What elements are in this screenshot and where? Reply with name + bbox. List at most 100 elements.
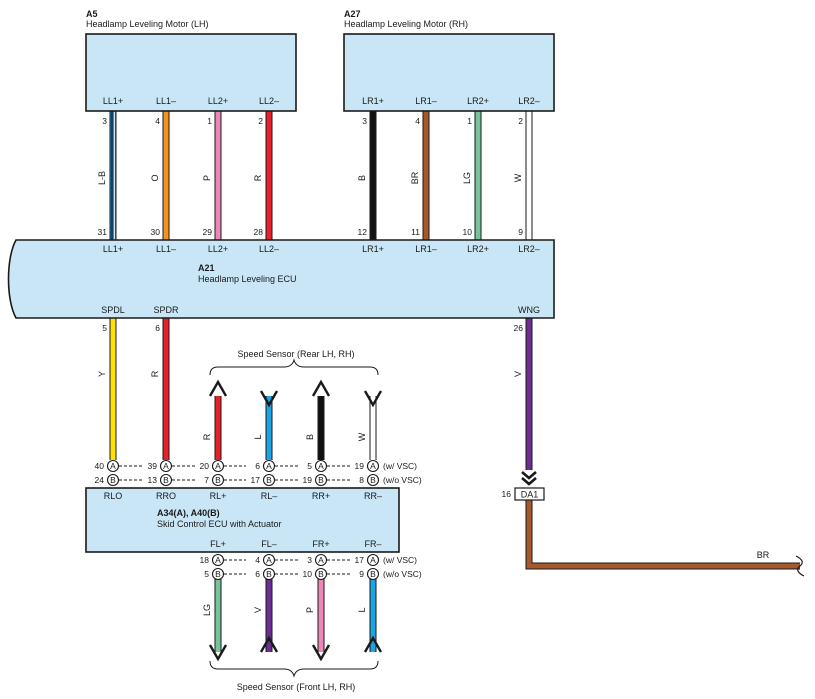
- a27-box: [343, 33, 555, 112]
- pin-fa-frp: 3: [307, 555, 312, 565]
- motor-color-ll1p: L-B: [97, 171, 107, 185]
- ecu-term-ll1p: LL1+: [103, 244, 123, 254]
- rear-arrow-up-rear3: [311, 379, 331, 397]
- pin-fb-flm: 6: [255, 569, 260, 579]
- front-sensor-brace: [209, 660, 379, 678]
- a5-box: [85, 33, 297, 112]
- front-color-flm: V: [253, 607, 263, 613]
- pin-fa-frm: 17: [355, 555, 365, 565]
- motor-top-pin-lr1m: 4: [415, 116, 420, 126]
- da1-chevron-0: [521, 471, 537, 480]
- conn-fb-frm-circle: [366, 567, 380, 581]
- da1-code: DA1: [521, 490, 539, 500]
- a27-code: A27: [344, 9, 361, 19]
- conn-fa-frm-circle: [366, 553, 380, 567]
- a21-name: Headlamp Leveling ECU: [198, 274, 297, 284]
- skid-front-term-flm: FL–: [261, 539, 277, 549]
- rear-arrow-down-rear4: [363, 390, 383, 408]
- conn-fa-frm-letter: A: [370, 555, 376, 565]
- conn-b-rro: B: [159, 473, 173, 487]
- br-wire-label: BR: [757, 550, 770, 560]
- conn-a-rlm-letter: A: [266, 461, 272, 471]
- ecu-out-color-spdl: Y: [97, 371, 107, 377]
- pin-b-rro: 13: [148, 475, 158, 485]
- ecu-out-term-wng: WNG: [518, 305, 540, 315]
- front-arrow-down-frp: [311, 644, 331, 662]
- skid-term-rlm: RL–: [261, 491, 278, 501]
- motor-term-lr1p: LR1+: [362, 96, 384, 106]
- a21-box: [7, 239, 555, 319]
- conn-b-rrm-letter: B: [370, 475, 376, 485]
- conn-fa-flm: A: [262, 553, 276, 567]
- component-a34: A34(A), A40(B) Skid Control ECU with Act…: [85, 487, 400, 553]
- front-speed-sensor: Speed Sensor (Front LH, RH): [209, 660, 379, 692]
- front-arrow-up-flm: [259, 635, 279, 653]
- conn-a-rlm: A: [262, 459, 276, 473]
- motor-top-pin-lr2p: 1: [467, 116, 472, 126]
- motor-color-lr1m: BR: [410, 171, 420, 184]
- motor-color-ll2m: R: [253, 174, 263, 181]
- conn-b-rlm: B: [262, 473, 276, 487]
- top-row-a-suffix: (w/ VSC): [383, 461, 417, 471]
- motor-term-lr1m: LR1–: [415, 96, 437, 106]
- motor-bot-pin-ll1p: 31: [98, 227, 108, 237]
- conn-fa-frm: A: [366, 553, 380, 567]
- pin-b-rlp: 7: [204, 475, 209, 485]
- a34-code: A34(A), A40(B): [157, 508, 220, 518]
- rear-arrow-up-rear1: [208, 379, 228, 397]
- pin-fb-flp: 5: [204, 569, 209, 579]
- ecu-term-lr2p: LR2+: [467, 244, 489, 254]
- conn-b-rro-letter: B: [163, 475, 169, 485]
- conn-fb-frm: B: [366, 567, 380, 581]
- wire-br-break: [795, 555, 805, 577]
- labels-layer: LL1+3L-B31LL1+LL1–4O30LL1–LL2+1P29LL2+LL…: [95, 96, 540, 616]
- conn-fa-flp: A: [211, 553, 225, 567]
- conn-fa-flp-letter: A: [215, 555, 221, 565]
- ecu-term-lr2m: LR2–: [518, 244, 540, 254]
- conn-a-rrp-circle: [314, 459, 328, 473]
- pin-fa-flm: 4: [255, 555, 260, 565]
- conn-fb-flm: B: [262, 567, 276, 581]
- motor-color-lr2m: W: [513, 173, 523, 182]
- motor-top-pin-ll1m: 4: [155, 116, 160, 126]
- bottom-row-b-suffix: (w/o VSC): [383, 569, 422, 579]
- front-arrow-down-flp: [208, 644, 228, 662]
- da1-box: [514, 487, 545, 501]
- conn-b-rlp-letter: B: [215, 475, 221, 485]
- conn-b-rlp: B: [211, 473, 225, 487]
- ecu-out-term-spdr: SPDR: [153, 305, 179, 315]
- rear-speed-sensor: Speed Sensor (Rear LH, RH): [209, 349, 379, 376]
- conn-a-rro-circle: [159, 459, 173, 473]
- pin-fb-frp: 10: [303, 569, 313, 579]
- skid-term-rlo: RLO: [104, 491, 123, 501]
- front-color-flp: LG: [202, 604, 212, 616]
- a27-name: Headlamp Leveling Motor (RH): [344, 19, 468, 29]
- pin-a-rlm: 6: [255, 461, 260, 471]
- pin-b-rlo: 24: [95, 475, 105, 485]
- conn-b-rrm: B: [366, 473, 380, 487]
- motor-term-ll1p: LL1+: [103, 96, 123, 106]
- pin-b-rrm: 8: [359, 475, 364, 485]
- conn-a-rlp-letter: A: [215, 461, 221, 471]
- motor-bot-pin-lr1p: 12: [358, 227, 368, 237]
- a5-name: Headlamp Leveling Motor (LH): [86, 19, 209, 29]
- motor-top-pin-lr1p: 3: [362, 116, 367, 126]
- rear-color-rear4: W: [357, 432, 367, 441]
- skid-term-rro: RRO: [156, 491, 176, 501]
- pin-fb-frm: 9: [359, 569, 364, 579]
- a21-code: A21: [198, 263, 215, 273]
- pin-a-rlp: 20: [200, 461, 210, 471]
- motor-top-pin-ll2p: 1: [207, 116, 212, 126]
- conn-fb-frp-circle: [314, 567, 328, 581]
- conn-fb-flp-letter: B: [215, 569, 221, 579]
- motor-term-ll1m: LL1–: [156, 96, 176, 106]
- ecu-term-ll2m: LL2–: [259, 244, 279, 254]
- pin-a-rro: 39: [148, 461, 158, 471]
- a34-box: [85, 487, 400, 553]
- skid-front-term-frp: FR+: [312, 539, 329, 549]
- pin-a-rrp: 5: [307, 461, 312, 471]
- conn-a-rlo: A: [106, 459, 120, 473]
- ecu-out-color-wng: V: [513, 371, 523, 377]
- da1-pin: 16: [502, 489, 512, 499]
- conn-fb-flp: B: [211, 567, 225, 581]
